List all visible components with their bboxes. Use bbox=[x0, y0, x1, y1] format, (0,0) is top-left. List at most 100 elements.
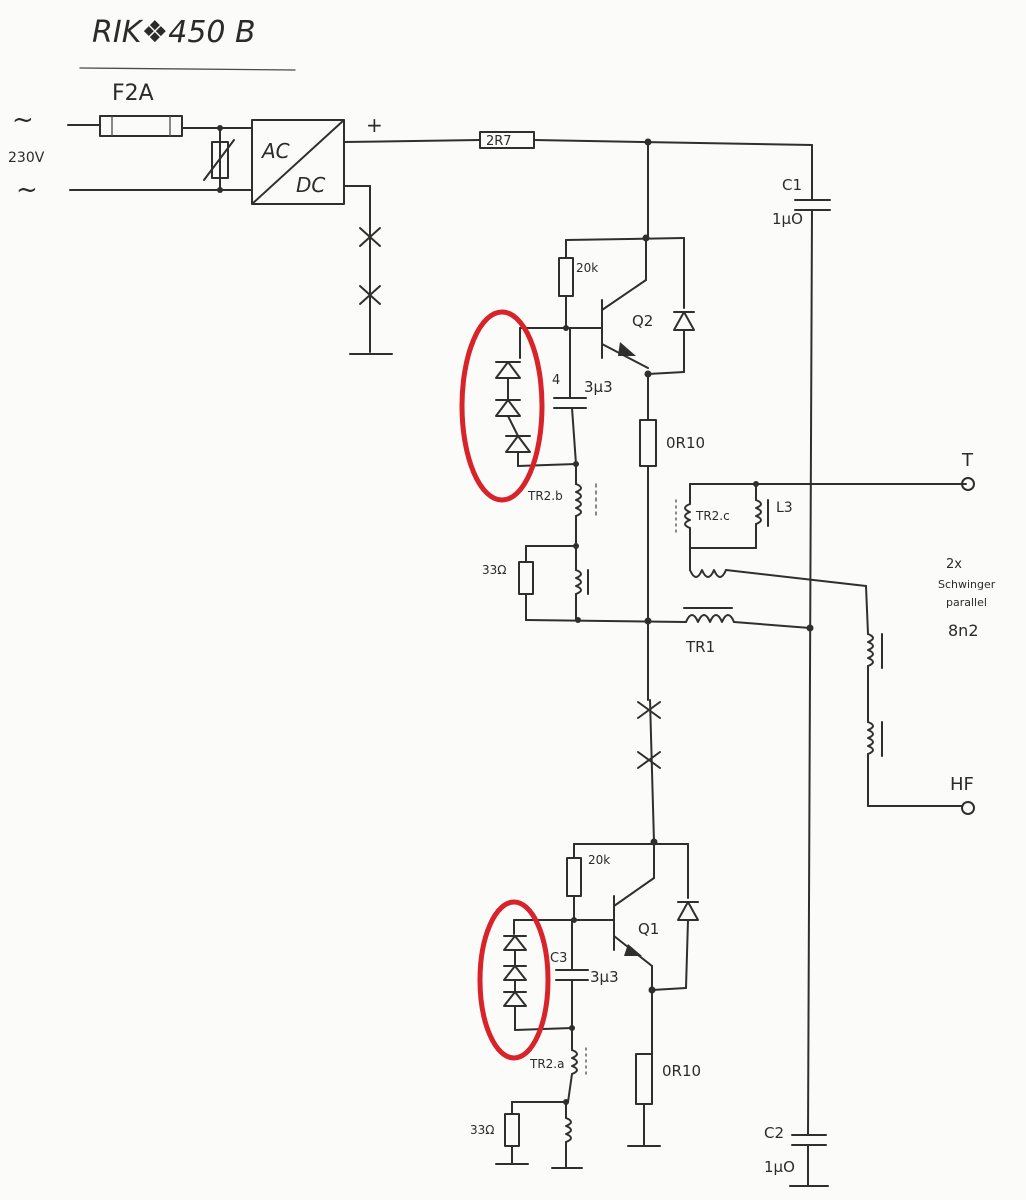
tr1-coil bbox=[685, 614, 735, 623]
dc-plus-rail-2 bbox=[533, 139, 813, 146]
q1-emitter-arrow bbox=[624, 944, 642, 956]
hf-path-lead bbox=[865, 585, 869, 635]
r20k-lower bbox=[566, 857, 582, 897]
diode-lower-1 bbox=[503, 935, 527, 951]
r33-upper-label: 33Ω bbox=[482, 563, 506, 577]
junction bbox=[217, 187, 223, 193]
c1-label: C1 bbox=[782, 176, 802, 194]
l3-coil bbox=[755, 499, 762, 525]
diode-upper-2 bbox=[495, 399, 521, 417]
c2-label: C2 bbox=[764, 1124, 784, 1142]
cap-upper-label: 4 bbox=[552, 373, 560, 388]
emitter-resistor-lower bbox=[635, 1053, 653, 1105]
hf-output-terminal bbox=[961, 801, 975, 815]
diagram-title: RIK❖450 B bbox=[92, 15, 256, 50]
q2-emitter-arrow bbox=[618, 342, 636, 356]
break-mark bbox=[637, 701, 661, 719]
q1-diode bbox=[677, 901, 699, 921]
series-resistor-label: 2R7 bbox=[486, 134, 512, 149]
converter-diagonal bbox=[251, 119, 345, 205]
diode-upper-1 bbox=[495, 361, 521, 379]
r33-lower-label: 33Ω bbox=[470, 1123, 494, 1137]
tr1-to-c-column bbox=[733, 621, 811, 629]
cap-lower-value: 3µ3 bbox=[590, 968, 619, 986]
note-line-3: parallel bbox=[946, 596, 987, 609]
q1-diode-lead bbox=[685, 919, 689, 989]
diode-string-lower-return bbox=[514, 1027, 573, 1031]
q1-collector bbox=[613, 877, 655, 907]
diode-string-upper-return bbox=[517, 463, 577, 467]
tr2c-label: TR2.c bbox=[695, 509, 730, 523]
junction bbox=[217, 125, 223, 131]
junction bbox=[575, 617, 581, 623]
dc-plus-rail bbox=[343, 139, 481, 143]
note-line-2: Schwinger bbox=[938, 578, 996, 591]
diode-upper-3 bbox=[505, 435, 531, 453]
converter-ac-label: AC bbox=[260, 139, 290, 163]
q2-diode bbox=[673, 311, 695, 331]
secondary-to-outputs bbox=[725, 569, 867, 587]
hf-coil-2 bbox=[867, 721, 874, 755]
dc-plus-label: + bbox=[366, 113, 383, 137]
q2-diode-return bbox=[647, 371, 685, 375]
l3-label: L3 bbox=[776, 500, 793, 516]
cap-upper-lead bbox=[571, 407, 577, 465]
r20k-upper bbox=[558, 257, 574, 297]
tr2a-lead bbox=[567, 1073, 573, 1103]
coil-upper bbox=[575, 569, 582, 595]
tr2b-coil bbox=[575, 483, 582, 517]
ac-symbol-top: ~ bbox=[12, 105, 34, 135]
diode-lower-3 bbox=[503, 991, 527, 1007]
main-vertical-lower bbox=[649, 699, 655, 843]
title-underline bbox=[79, 67, 296, 71]
t-output-label: T bbox=[961, 450, 974, 471]
break-mark bbox=[637, 751, 661, 769]
c-column-wire bbox=[807, 209, 813, 1136]
cap-upper-value: 3µ3 bbox=[584, 378, 613, 396]
diode-lower-2 bbox=[503, 965, 527, 981]
t-output-terminal bbox=[961, 477, 975, 491]
highlight-upper-diodes bbox=[459, 309, 545, 503]
emitter-upper-label: 0R10 bbox=[666, 434, 705, 452]
r20k-upper-label: 20k bbox=[576, 261, 598, 275]
tr2a-coil bbox=[571, 1049, 578, 1075]
varistor-symbol bbox=[211, 141, 229, 179]
junction bbox=[806, 624, 814, 632]
c2-value: 1µO bbox=[764, 1158, 795, 1176]
emitter-lower-label: 0R10 bbox=[662, 1062, 701, 1080]
tr1-label: TR1 bbox=[685, 638, 715, 656]
q1-label: Q1 bbox=[638, 920, 659, 938]
r20k-lower-label: 20k bbox=[588, 853, 610, 867]
varistor-slash bbox=[203, 139, 235, 181]
coil-lower bbox=[565, 1117, 572, 1143]
highlight-lower-diodes bbox=[477, 899, 551, 1061]
fuse-label: F2A bbox=[112, 81, 154, 106]
diode-string-upper-wire bbox=[507, 415, 519, 437]
fuse-symbol bbox=[99, 115, 183, 137]
note-value: 8n2 bbox=[948, 621, 979, 640]
q2-collector-bus bbox=[565, 237, 685, 241]
break-mark bbox=[359, 285, 381, 305]
r33-upper bbox=[518, 561, 534, 595]
ac-symbol-bottom: ~ bbox=[16, 175, 38, 205]
cap-lower-label: C3 bbox=[550, 951, 567, 966]
junction bbox=[753, 481, 759, 487]
junction bbox=[644, 617, 652, 625]
q2-collector bbox=[601, 279, 647, 311]
r33-lower bbox=[504, 1113, 520, 1147]
converter-dc-label: DC bbox=[296, 173, 325, 197]
acdc-converter-box bbox=[251, 119, 345, 205]
input-voltage-label: 230V bbox=[8, 150, 45, 166]
tr2b-label: TR2.b bbox=[527, 489, 563, 503]
hf-coil-1 bbox=[867, 633, 874, 667]
secondary-coil bbox=[689, 569, 727, 578]
note-line-1: 2x bbox=[946, 557, 962, 572]
break-mark bbox=[359, 227, 381, 247]
tr2a-label: TR2.a bbox=[529, 1057, 564, 1071]
q2-label: Q2 bbox=[632, 312, 653, 330]
hf-output-label: HF bbox=[950, 774, 974, 795]
c1-value: 1µO bbox=[772, 210, 803, 228]
emitter-resistor-upper bbox=[639, 419, 657, 467]
mid-node-wire bbox=[525, 619, 687, 623]
